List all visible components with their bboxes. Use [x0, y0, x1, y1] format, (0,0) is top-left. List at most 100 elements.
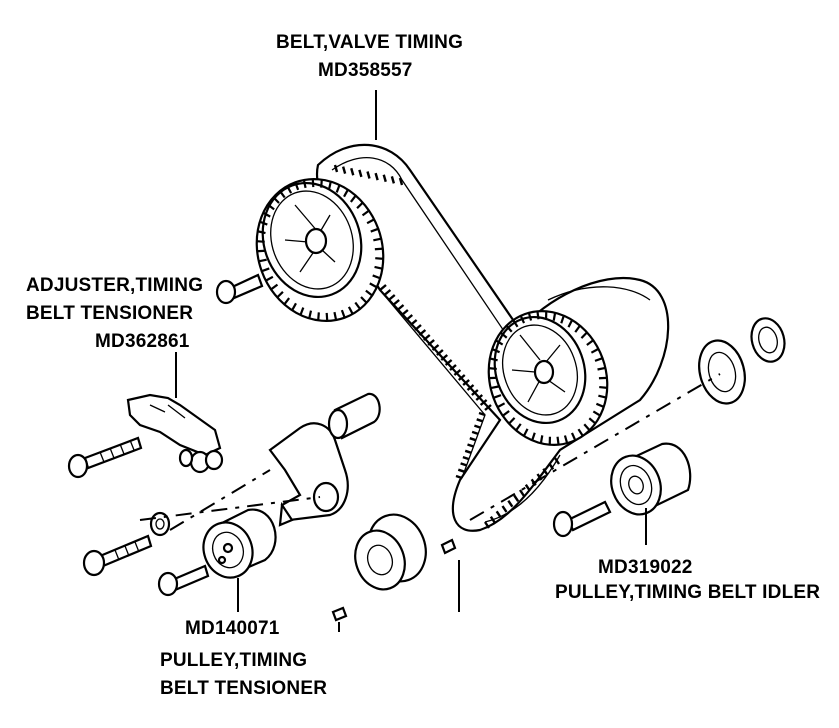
gear-tooth [583, 423, 591, 431]
tensioner-part-number: MD140071 [185, 618, 280, 639]
gear-tooth [539, 435, 544, 444]
gear-tooth [291, 302, 297, 311]
belt-tooth [475, 394, 484, 401]
spacer-sleeve [327, 392, 381, 440]
belt-tooth [453, 369, 462, 376]
gear-tooth [356, 201, 364, 210]
belt-tooth [427, 339, 435, 346]
gear-tooth [354, 301, 361, 310]
gear-tooth [265, 275, 274, 282]
belt-tooth [383, 289, 392, 296]
gear-tooth [320, 179, 323, 188]
gear-tooth [375, 257, 384, 260]
belt-tooth [341, 166, 347, 174]
belt-tooth [469, 437, 477, 442]
belt-tooth [455, 474, 463, 480]
gear-tooth [270, 283, 279, 291]
tensioner-bolt [157, 564, 210, 597]
gear-tooth [258, 258, 267, 263]
belt-tooth [462, 455, 470, 461]
belt-tooth [382, 174, 387, 183]
belt-tooth [474, 424, 481, 429]
gear-tooth [317, 312, 320, 321]
gear-tooth [294, 181, 300, 191]
gear-tooth [299, 307, 305, 316]
belt-tooth [489, 516, 496, 524]
belt-tooth [476, 418, 484, 423]
gear-tooth [563, 435, 569, 444]
belt-tooth [554, 457, 560, 465]
gear-tooth [372, 274, 381, 280]
belt-tooth [460, 462, 467, 467]
gear-tooth [597, 366, 606, 371]
belt-tooth [484, 521, 490, 529]
assembly-centerlines [139, 373, 721, 531]
gear-tooth [259, 220, 268, 226]
gear-tooth [308, 310, 313, 319]
belt-tooth [436, 349, 444, 356]
idler-part-number: MD319022 [598, 557, 693, 578]
belt-tooth [396, 304, 405, 311]
gear-tooth [574, 324, 581, 333]
belt-tooth [519, 489, 525, 497]
gear-tooth [495, 339, 504, 346]
gear-tooth [570, 432, 577, 441]
gear-tooth [598, 394, 607, 399]
tensioner-title-line2: BELT TENSIONER [160, 678, 328, 699]
belt-tooth [478, 411, 486, 417]
gear-tooth [257, 249, 266, 253]
gear-tooth [279, 190, 286, 199]
gear-tooth [519, 315, 526, 324]
belt-part-number: MD358557 [318, 60, 413, 81]
gear-tooth [366, 218, 375, 225]
gear-tooth [283, 297, 291, 306]
belt-tooth [548, 462, 555, 470]
crankshaft-gear-assembly [698, 317, 786, 405]
gear-tooth [373, 237, 382, 242]
gear-tooth [262, 211, 271, 218]
tensioner-title-line1: PULLEY,TIMING [160, 650, 308, 671]
belt-tooth [387, 294, 396, 301]
belt-tooth [471, 389, 479, 396]
gear-tooth [325, 312, 329, 321]
gear-tooth [488, 367, 497, 371]
belt-tooth [358, 169, 363, 178]
belt-tooth [484, 404, 492, 411]
gear-tooth [594, 357, 603, 362]
gear-tooth [588, 417, 597, 425]
belt-tooth [333, 164, 339, 173]
key-pin [440, 538, 460, 612]
gear-tooth [490, 385, 499, 390]
belt-tooth [444, 359, 453, 366]
idler-pulley [610, 442, 692, 516]
belt-tooth [350, 167, 355, 176]
tensioner-pulley [202, 508, 277, 579]
belt-tooth [457, 374, 466, 381]
gear-tooth [499, 331, 508, 339]
belt-tooth [379, 284, 387, 291]
belt-tooth [467, 443, 474, 448]
gear-tooth [512, 319, 519, 328]
idler-title-label: PULLEY,TIMING BELT IDLER [555, 582, 821, 603]
belt-tooth [390, 176, 396, 184]
gear-tooth [347, 306, 354, 315]
gear-tooth [552, 312, 557, 321]
belt-tooth [392, 299, 400, 306]
upper-camshaft-sprocket [255, 177, 385, 323]
belt-tooth [471, 430, 479, 436]
adjuster-part-number: MD362861 [95, 331, 190, 352]
belt-tooth [501, 505, 508, 513]
gear-tooth [599, 385, 608, 389]
gear-tooth [536, 311, 540, 320]
gear-tooth [497, 402, 506, 409]
gear-tooth [340, 309, 346, 319]
belt-tooth [431, 344, 440, 351]
belt-tooth [457, 468, 465, 473]
upper-sprocket-teeth [256, 179, 384, 321]
gear-tooth [560, 315, 565, 324]
adjuster-title-line2: BELT TENSIONER [26, 303, 194, 324]
belt-tooth [366, 171, 371, 179]
gear-tooth [335, 184, 341, 193]
belt-tooth [524, 484, 531, 492]
